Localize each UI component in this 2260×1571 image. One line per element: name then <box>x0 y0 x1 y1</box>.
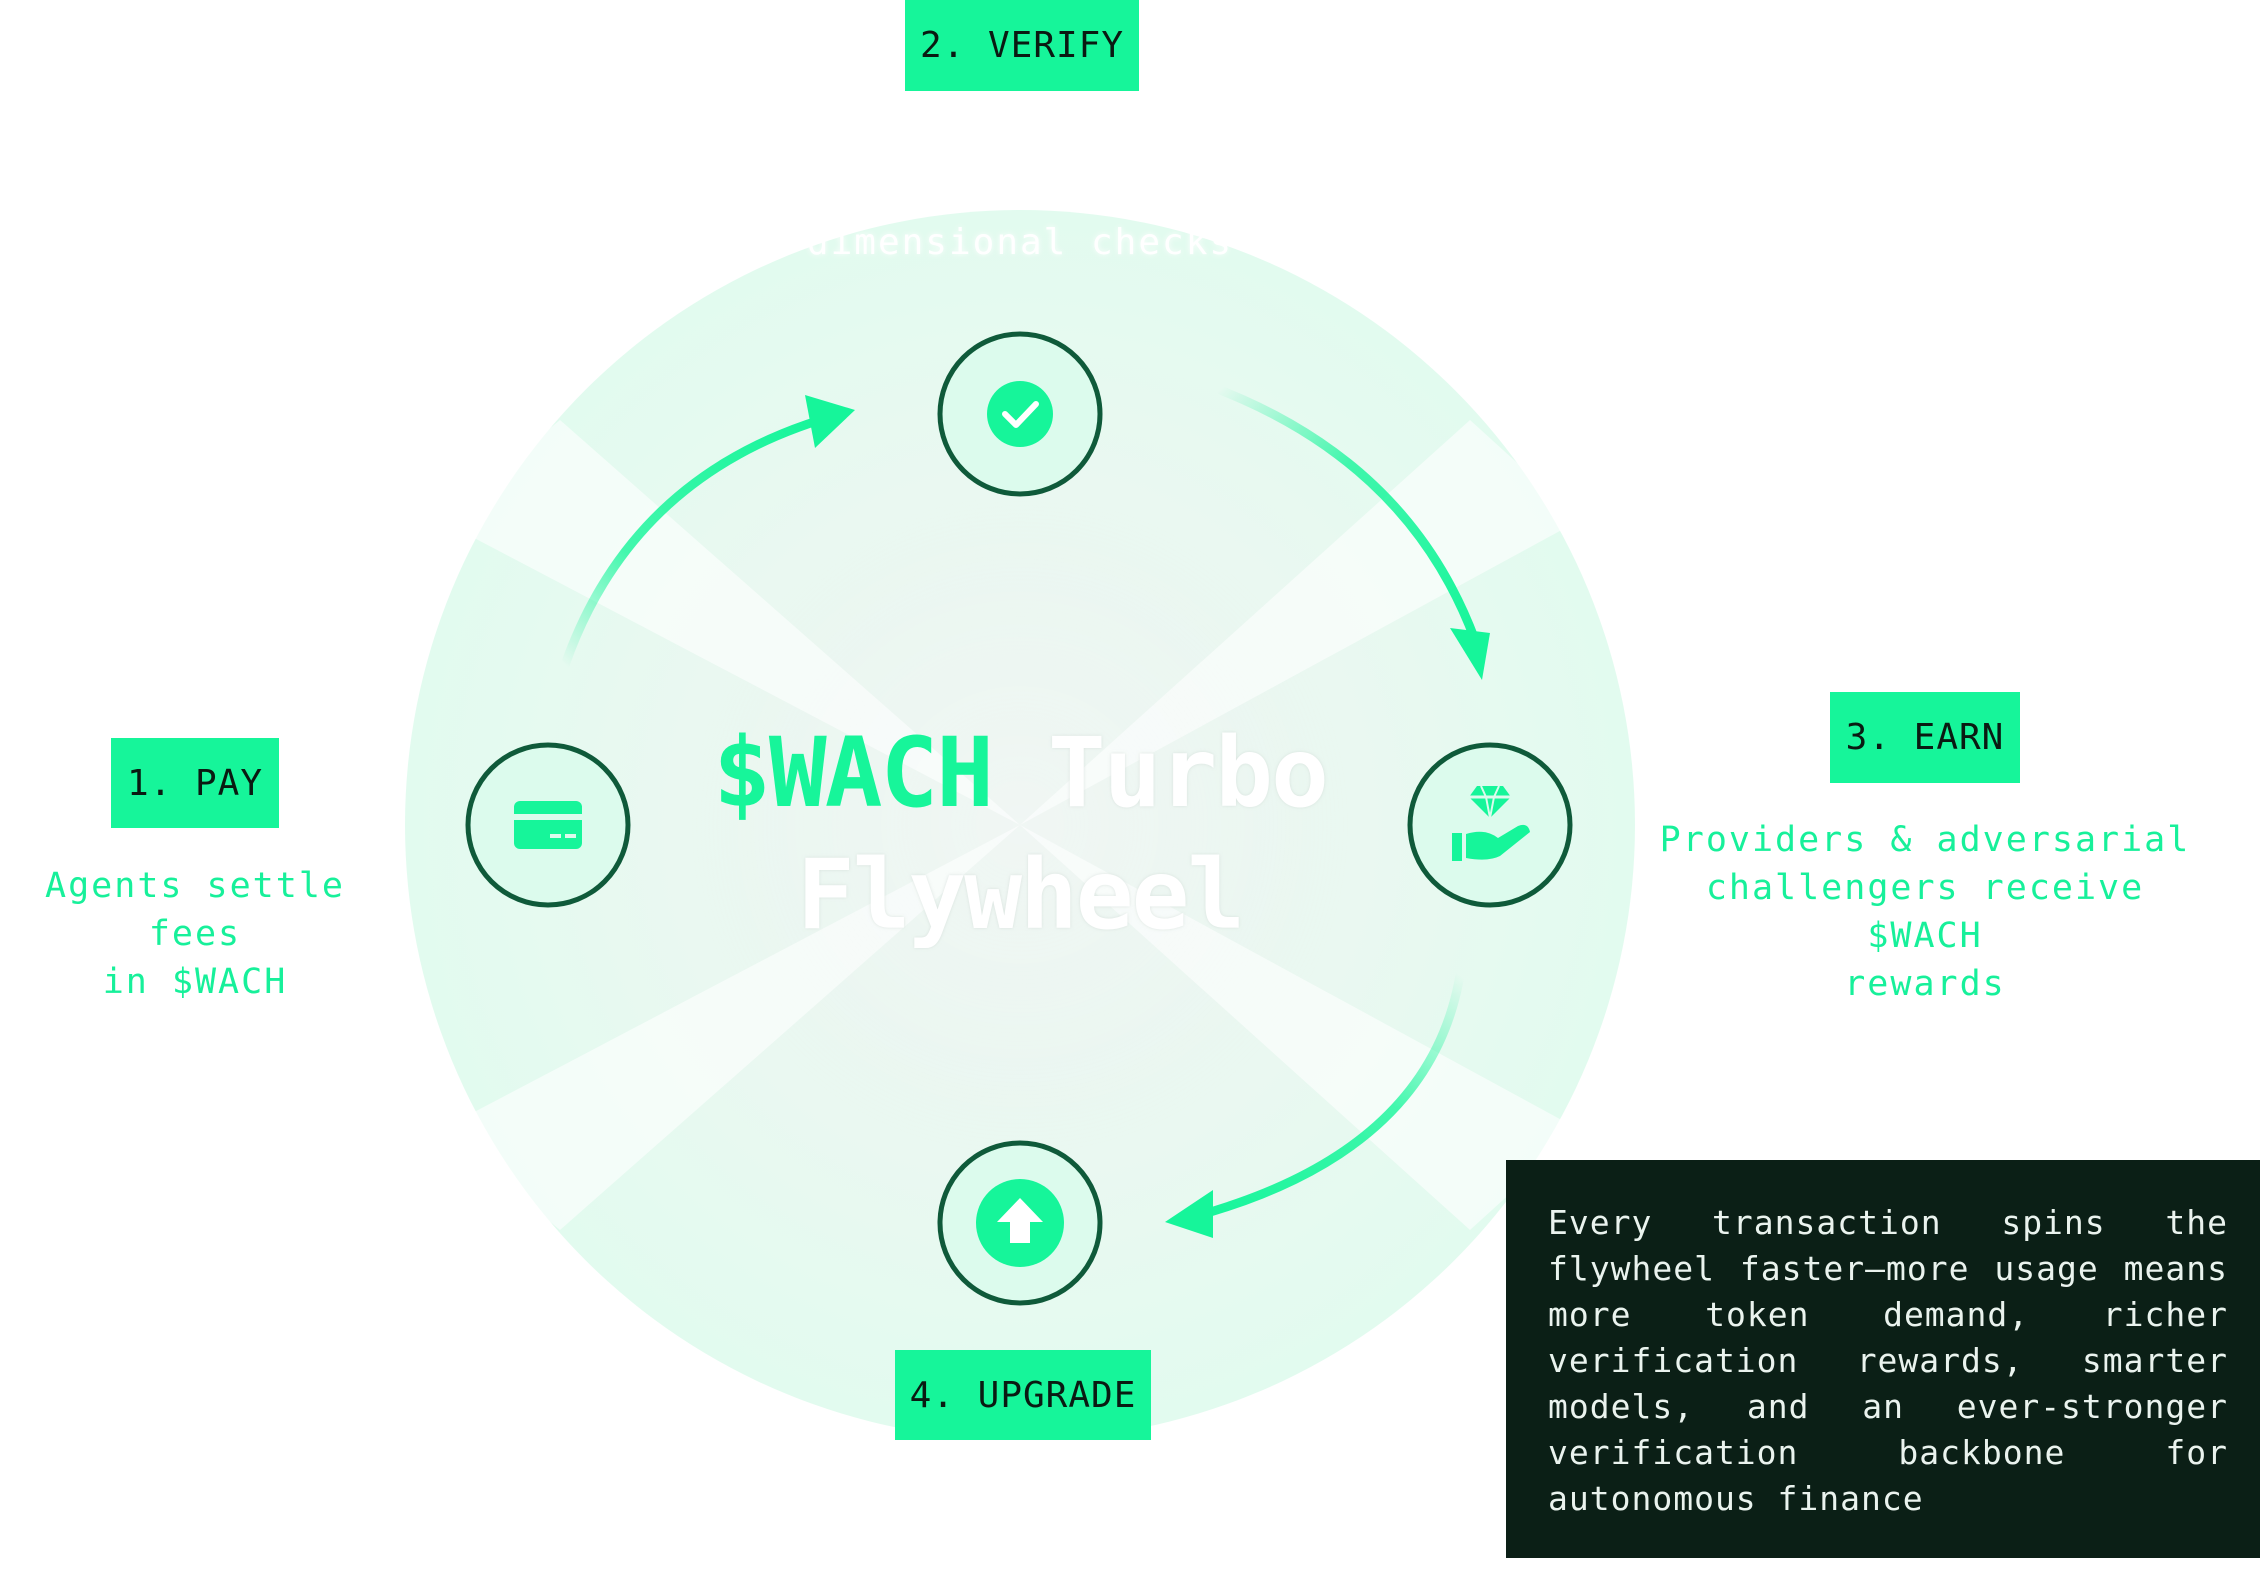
arrow-verify-to-earn <box>1215 385 1490 680</box>
pay-description: Agents settle fees in $WACH <box>45 866 345 1002</box>
verify-description: dimensional checks <box>806 222 1234 263</box>
step-label-upgrade: 4. UPGRADE <box>895 1350 1151 1440</box>
arrow-earn-to-upgrade <box>1165 970 1465 1238</box>
arrow-pay-to-verify <box>560 395 855 670</box>
credit-card-icon <box>514 801 582 849</box>
earn-description: Providers & adversarial challengers rece… <box>1659 820 2191 1004</box>
info-panel-text: Every transaction spins the flywheel fas… <box>1548 1203 2228 1518</box>
title-turbo: Turbo <box>1047 717 1329 829</box>
title-flywheel: Flywheel <box>796 839 1245 951</box>
step-label-pay: 1. PAY <box>111 738 279 828</box>
step-label-verify: 2. VERIFY <box>905 0 1139 91</box>
title-brand: $WACH <box>713 717 994 829</box>
node-upgrade <box>937 1140 1103 1306</box>
flywheel-title: $WACH Turbo Flywheel <box>620 712 1420 956</box>
info-panel: Every transaction spins the flywheel fas… <box>1506 1160 2260 1558</box>
upload-arrow-icon <box>976 1179 1064 1267</box>
node-pay <box>465 742 631 908</box>
node-earn <box>1407 742 1573 908</box>
hand-diamond-icon <box>1452 785 1530 861</box>
check-circle-icon <box>987 381 1053 447</box>
node-verify <box>937 331 1103 497</box>
step-label-earn: 3. EARN <box>1830 692 2020 783</box>
